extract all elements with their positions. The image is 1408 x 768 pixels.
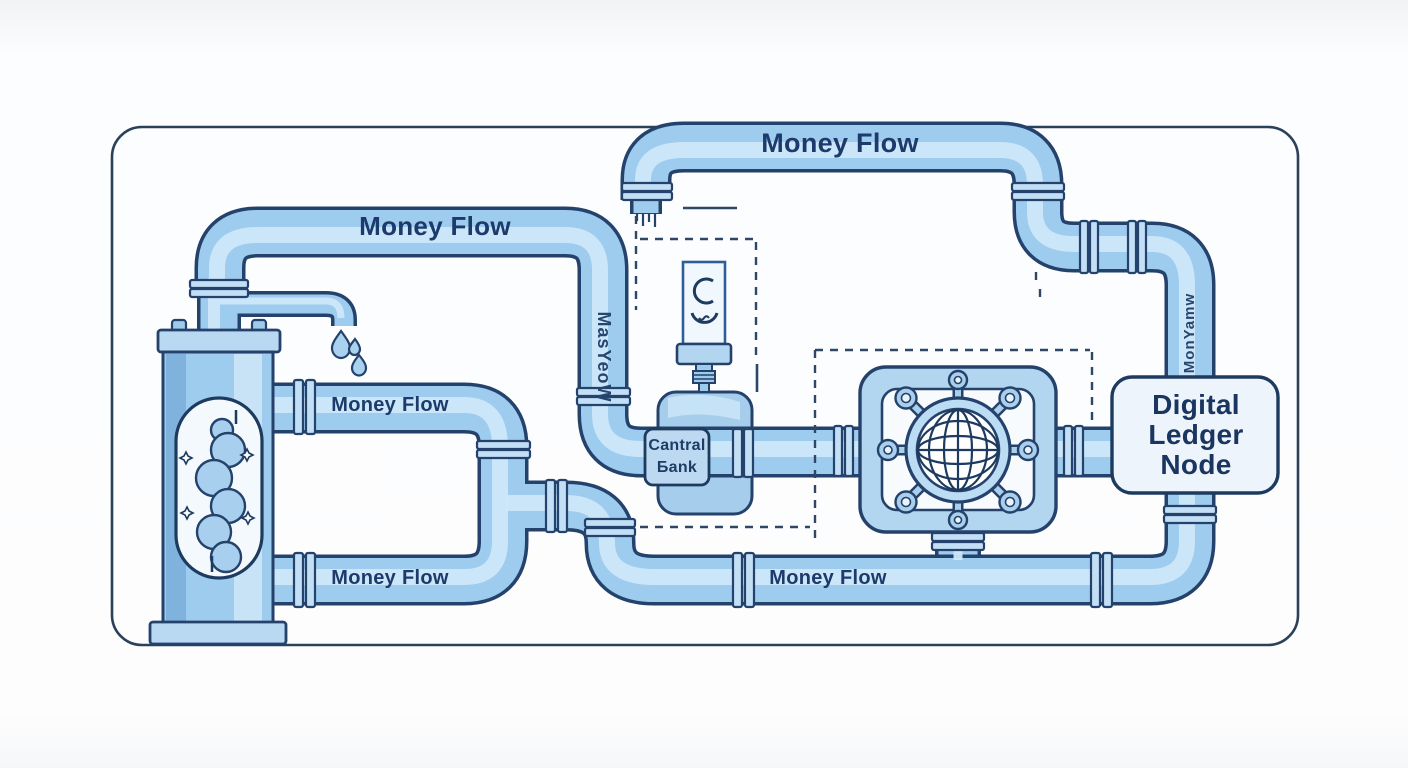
garbled-label-mid-vertical-pipe: MasYeoW — [594, 311, 615, 403]
digital-ledger-node-box — [1110, 375, 1280, 495]
pressure-gauge — [675, 260, 733, 393]
faucet-drops — [330, 329, 368, 377]
garbled-label-right-vertical-pipe: MonYamw — [1181, 292, 1199, 374]
pipe-highlights — [208, 142, 1195, 585]
sparkles — [178, 447, 256, 526]
pipe-flanges — [188, 181, 1218, 609]
money-flow-label-upper-left-pipe: Money Flow — [359, 211, 511, 241]
pipe-drip-lines — [635, 214, 657, 227]
money-flow-label-bottom-pipe: Money Flow — [769, 567, 887, 589]
global-network-node — [858, 365, 1058, 534]
dashed-guides — [634, 216, 1094, 540]
money-flow-label-tank-outlet-upper: Money Flow — [331, 394, 449, 416]
money-flow-label-tank-outlet-lower: Money Flow — [331, 567, 449, 589]
liquid-column — [194, 417, 247, 574]
digital-ledger-line3: Node — [1160, 448, 1232, 480]
central-bank-line1: Cantral — [648, 437, 706, 455]
tank-base — [148, 620, 288, 646]
tank-lid — [156, 328, 282, 354]
digital-ledger-line1: Digital — [1152, 389, 1240, 421]
digital-ledger-line2: Ledger — [1148, 419, 1244, 451]
tank-sight-glass — [174, 396, 264, 580]
central-bank-line2: Бank — [656, 459, 698, 476]
digital-ledger-node-label: Digital Ledger Node — [1113, 383, 1279, 487]
money-flow-label-top-pipe: Money Flow — [761, 128, 919, 158]
reservoir-tank — [148, 318, 368, 646]
network-knobs — [876, 369, 1040, 531]
central-bank-plate — [643, 427, 711, 487]
globe-icon — [916, 408, 1000, 492]
central-bank-label: Cantral Бank — [645, 431, 709, 483]
solid-guides — [683, 206, 759, 392]
